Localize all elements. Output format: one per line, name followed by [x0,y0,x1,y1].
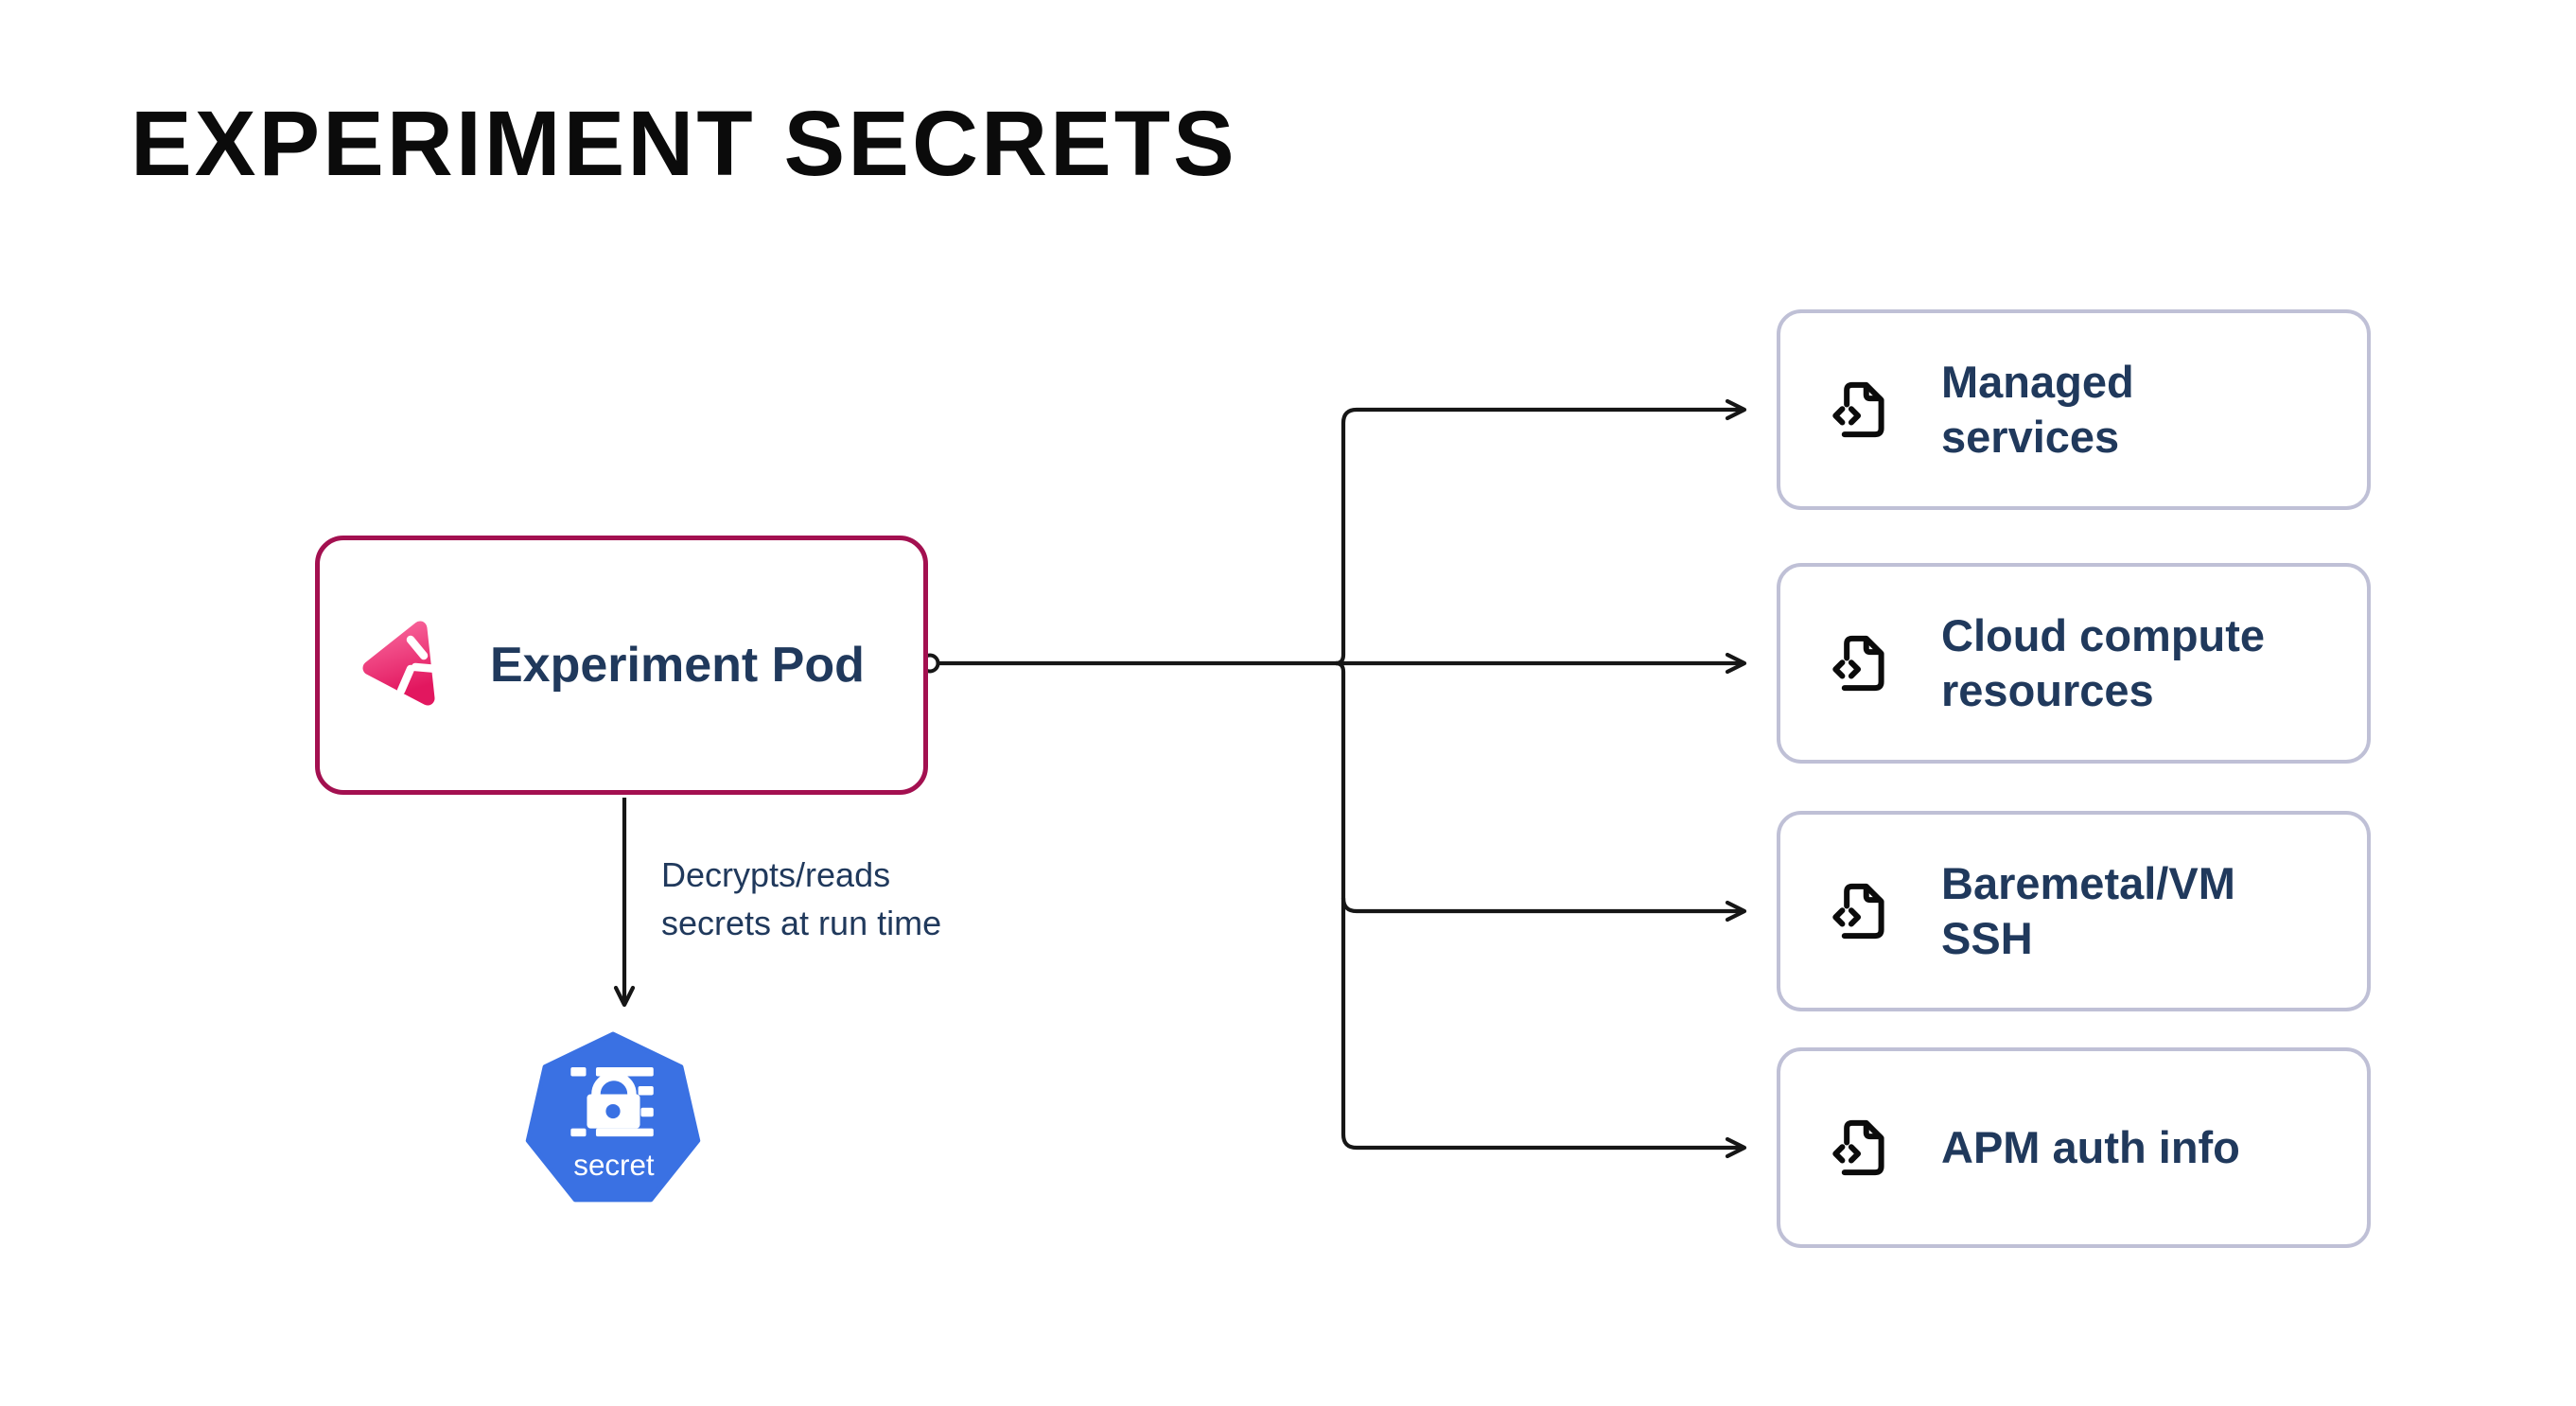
target-label: APM auth info [1941,1121,2240,1172]
edge-pod-to-apm-auth [1335,660,1747,1159]
lock-glyph [570,1067,654,1137]
page-title: EXPERIMENT SECRETS [131,92,1237,195]
file-code-icon [1832,883,1884,940]
litmus-chaos-logo-icon [362,621,442,706]
target-node-cloud-compute: Cloud compute resources [1777,563,2371,764]
kubernetes-secret-icon: secret [525,1031,701,1203]
experiment-pod-node: Experiment Pod [315,536,928,795]
target-label: Cloud compute resources [1941,609,2266,715]
secret-label: secret [573,1149,655,1182]
target-node-baremetal-vm-ssh: Baremetal/VM SSH [1777,811,2371,1011]
edge-annotation: Decrypts/reads secrets at run time [661,855,942,943]
target-label: Baremetal/VM SSH [1941,857,2235,963]
edge-pod-to-baremetal [1341,897,1747,923]
experiment-pod-label: Experiment Pod [490,638,865,693]
target-node-managed-services: Managed services [1777,309,2371,510]
edge-pod-to-managed-services [1335,398,1747,666]
target-label: Managed services [1941,356,2134,462]
file-code-icon [1832,381,1884,438]
target-node-apm-auth-info: APM auth info [1777,1047,2371,1248]
file-code-icon [1832,635,1884,692]
file-code-icon [1832,1119,1884,1176]
